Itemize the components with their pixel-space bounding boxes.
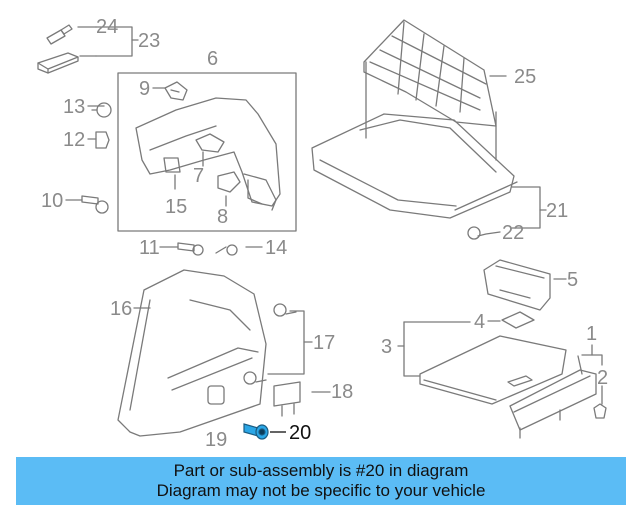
part-1-sill-plate xyxy=(509,355,597,439)
callout-5: 5 xyxy=(567,269,579,291)
part-15-retainer xyxy=(163,157,181,190)
callout-15: 15 xyxy=(165,196,188,218)
info-banner: Part or sub-assembly is #20 in diagram D… xyxy=(16,457,626,505)
banner-line-1: Part or sub-assembly is #20 in diagram xyxy=(173,461,469,480)
callout-11: 11 xyxy=(139,237,160,259)
part-8-hook xyxy=(217,171,241,207)
callout-22: 22 xyxy=(502,222,525,244)
callout-6: 6 xyxy=(207,48,219,70)
part-16-side-trim xyxy=(117,269,267,437)
part-24-bulb xyxy=(46,24,73,45)
callout-13: 13 xyxy=(63,96,86,118)
part-11-screw xyxy=(159,242,204,256)
part-19-cover xyxy=(207,385,225,405)
callout-25: 25 xyxy=(514,66,537,88)
part-6-trim xyxy=(135,97,281,211)
callout-8: 8 xyxy=(217,206,229,228)
part-17-clip-a xyxy=(273,303,297,317)
part-21-tonneau xyxy=(311,113,518,219)
callout-12: 12 xyxy=(63,129,86,151)
callout-2: 2 xyxy=(597,367,609,389)
callout-21: 21 xyxy=(546,200,569,222)
part-3-floor xyxy=(419,335,567,405)
callout-14: 14 xyxy=(265,237,288,259)
callout-4: 4 xyxy=(474,311,486,333)
part-9-clip xyxy=(164,81,188,101)
group-6-frame xyxy=(117,72,297,232)
callout-9: 9 xyxy=(139,78,151,100)
callout-20: 20 xyxy=(289,422,312,444)
part-13-pushpin xyxy=(87,102,112,118)
callout-18: 18 xyxy=(331,381,354,403)
callout-24: 24 xyxy=(96,16,119,38)
part-7-clip xyxy=(195,133,225,167)
part-23-lamp xyxy=(37,52,79,74)
callout-23: 23 xyxy=(138,30,161,52)
part-18-strap xyxy=(273,381,301,417)
part-17-clip-b xyxy=(243,371,267,385)
part-22-hook xyxy=(467,226,501,240)
part-20-bolt xyxy=(243,423,269,440)
callout-1: 1 xyxy=(586,323,598,345)
callout-7: 7 xyxy=(193,165,205,187)
part-10-bolt xyxy=(65,195,109,214)
callout-10: 10 xyxy=(41,190,64,212)
part-12-nut xyxy=(87,131,110,149)
callout-19: 19 xyxy=(205,429,228,451)
part-4-pad xyxy=(501,311,535,329)
part-25-net xyxy=(363,19,497,161)
banner-line-2: Diagram may not be specific to your vehi… xyxy=(156,481,486,500)
part-14-screw xyxy=(215,244,263,256)
callout-17: 17 xyxy=(313,332,336,354)
callout-3: 3 xyxy=(381,336,393,358)
part-5-bracket xyxy=(483,259,551,311)
callout-16: 16 xyxy=(110,298,133,320)
part-2-clip xyxy=(593,403,607,419)
